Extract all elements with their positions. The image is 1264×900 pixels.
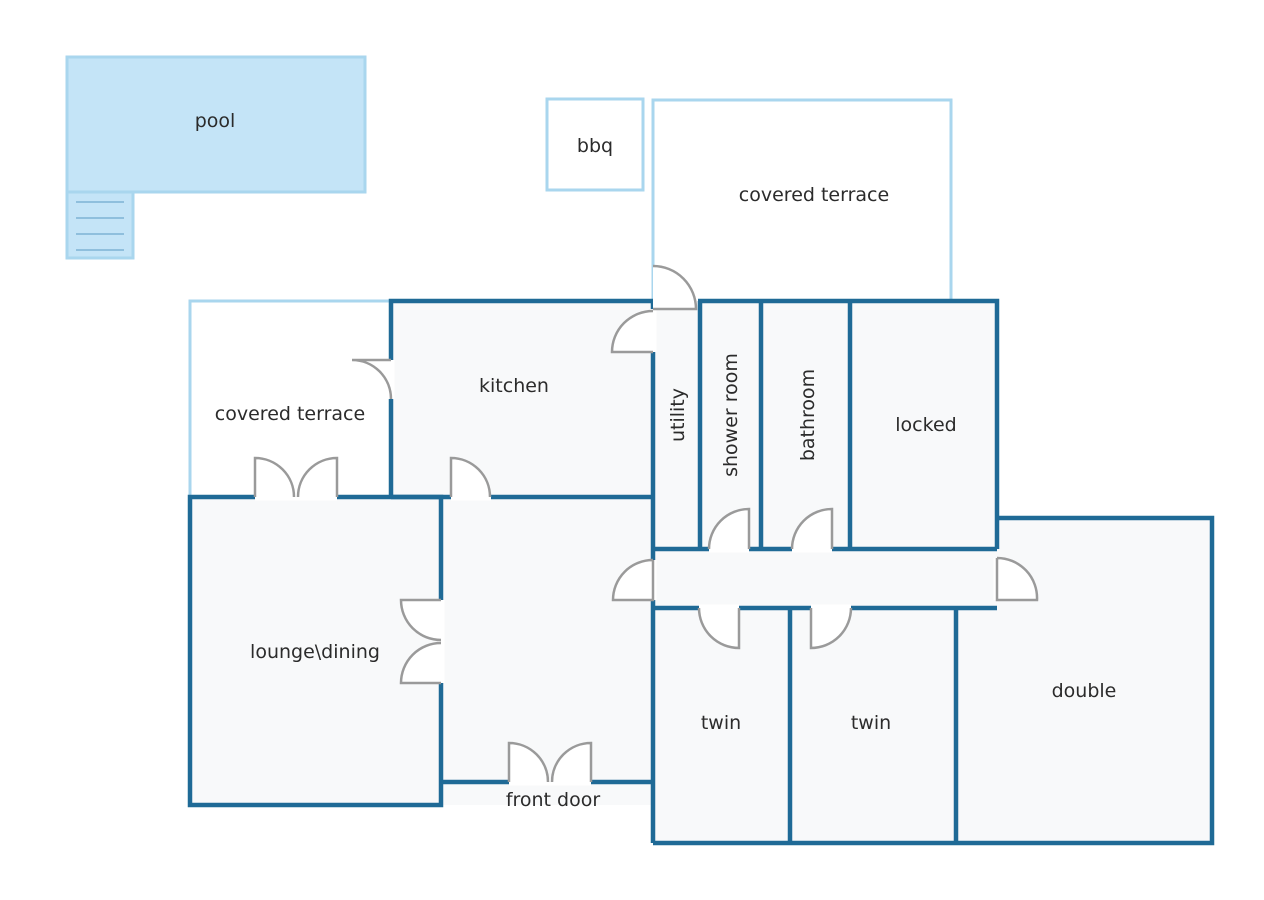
shower-room-label: shower room <box>720 353 742 477</box>
door-twin-2 <box>809 607 853 650</box>
door-utility-outside <box>652 264 698 311</box>
pool-area: pool <box>65 55 367 260</box>
door-corridor <box>611 558 655 602</box>
door-kitchen-terrace <box>351 358 393 400</box>
lounge-dining-label: lounge\dining <box>250 641 380 663</box>
covered-terrace-top <box>651 98 953 300</box>
door-front-left <box>507 741 550 783</box>
covered-terrace-left-label: covered terrace <box>215 403 365 425</box>
door-double <box>995 556 1039 602</box>
double-label: double <box>1052 680 1117 702</box>
front-door-label: front door <box>506 789 601 811</box>
door-terrace-lounge-right <box>296 456 339 498</box>
twin-1-label: twin <box>701 712 741 734</box>
door-lounge-hall-bottom <box>399 641 442 685</box>
doors <box>253 264 1039 783</box>
bbq-label: bbq <box>577 135 613 157</box>
door-terrace-lounge-left <box>253 456 296 498</box>
pool-label: pool <box>195 110 236 132</box>
door-lounge-hall-top <box>399 598 442 642</box>
door-shower-room <box>707 507 751 550</box>
twin-2-label: twin <box>851 712 891 734</box>
door-bathroom <box>790 507 834 550</box>
door-utility-inside <box>610 309 654 354</box>
utility-label: utility <box>667 388 689 442</box>
covered-terrace-left <box>188 299 391 497</box>
door-kitchen <box>449 456 492 498</box>
locked-label: locked <box>895 414 956 436</box>
pool <box>65 55 367 194</box>
door-front-right <box>550 741 593 783</box>
door-twin-1 <box>697 607 741 650</box>
bbq-area <box>545 97 645 192</box>
bathroom-label: bathroom <box>797 369 819 461</box>
covered-terrace-top-label: covered terrace <box>739 184 889 206</box>
kitchen-label: kitchen <box>479 375 549 397</box>
walls <box>187 298 1215 846</box>
